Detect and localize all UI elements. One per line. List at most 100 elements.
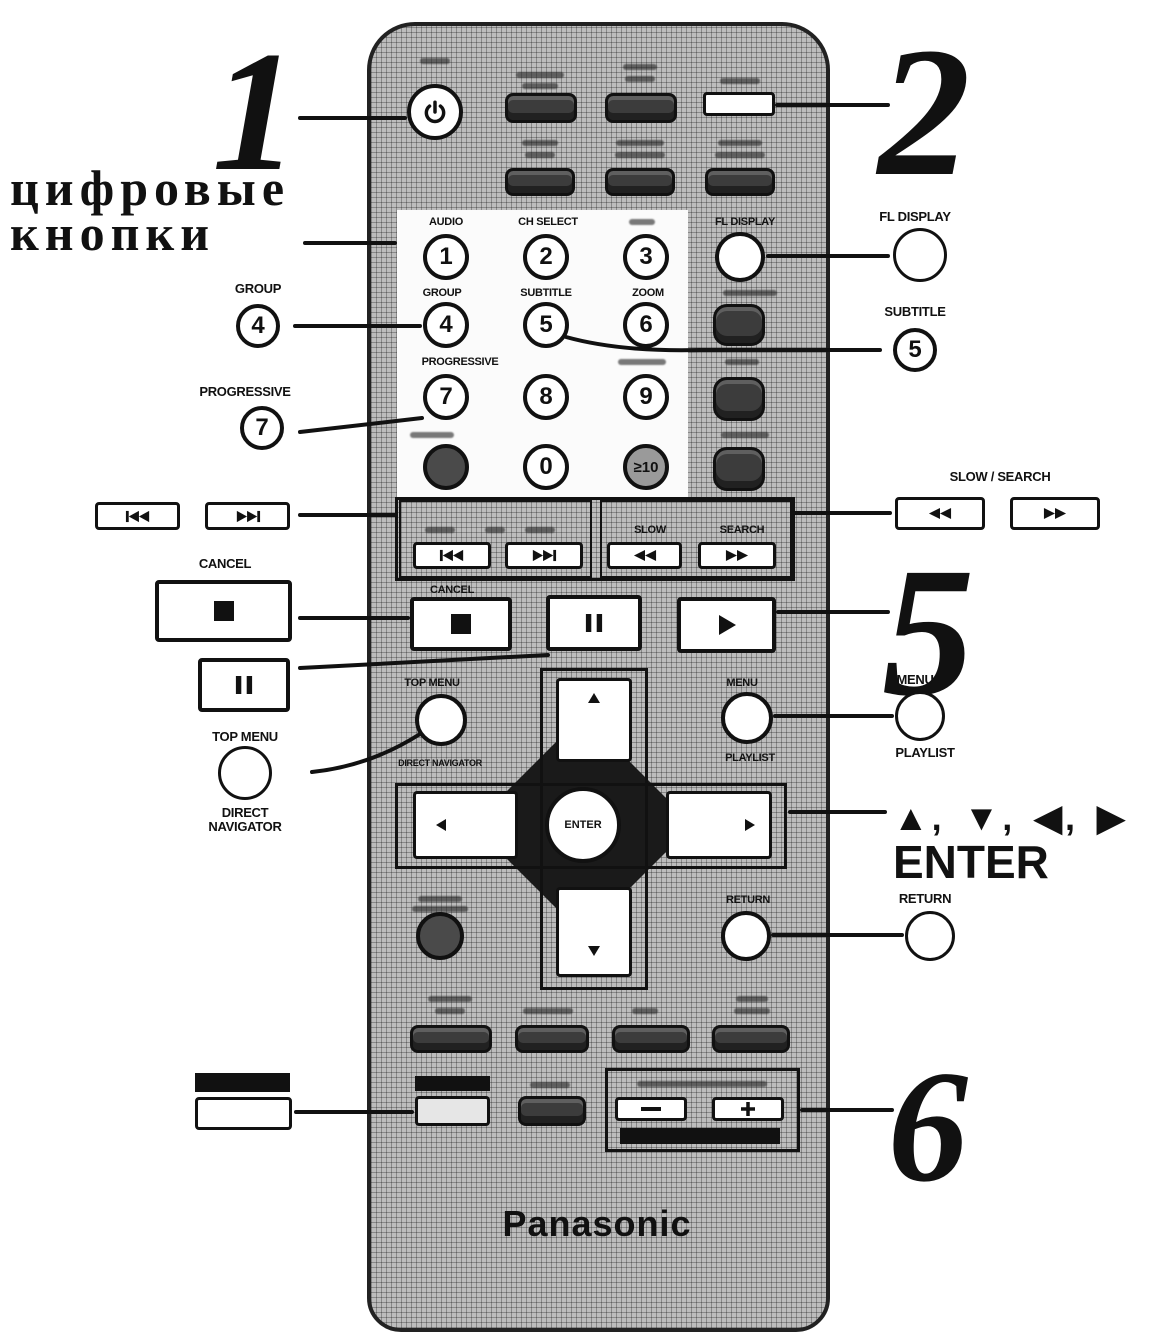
label-smudge (734, 1008, 770, 1014)
stop-icon (451, 614, 471, 634)
skip-next-icon (235, 510, 261, 523)
number-key-3[interactable]: 3 (623, 234, 669, 280)
fl-display-key-label: FL DISPLAY (715, 216, 775, 228)
right-column-button-3[interactable] (713, 447, 765, 491)
direct-navigator-callout-label-2: NAVIGATOR (208, 820, 281, 834)
top-menu-button[interactable] (415, 694, 467, 746)
menu-button[interactable] (721, 692, 773, 744)
progressive-callout-label: PROGRESSIVE (199, 385, 290, 399)
top-button-c[interactable] (703, 92, 775, 116)
arrow-left-button[interactable] (413, 791, 518, 859)
stop-callout-button[interactable] (155, 580, 292, 642)
stop-button[interactable] (410, 597, 512, 651)
enter-callout-label: ENTER (893, 839, 1049, 885)
group-key-label: GROUP (423, 287, 462, 299)
labelled-bar-button[interactable] (415, 1096, 490, 1126)
enter-button[interactable]: ENTER (545, 787, 621, 863)
right-column-button-2[interactable] (713, 377, 765, 421)
bottom-button-b[interactable] (515, 1025, 589, 1053)
label-smudge (525, 152, 555, 158)
number-key-9[interactable]: 9 (623, 374, 669, 420)
second-row-button-b[interactable] (605, 168, 675, 196)
label-smudge (615, 152, 665, 158)
menu-callout-button[interactable] (895, 691, 945, 741)
rewind-button[interactable] (607, 542, 682, 569)
playlist-callout-label: PLAYLIST (895, 746, 954, 760)
number-key-7[interactable]: 7 (423, 374, 469, 420)
progressive-callout-key[interactable]: 7 (240, 406, 284, 450)
label-smudge (410, 432, 454, 438)
skip-next-button[interactable] (505, 542, 583, 569)
fast-forward-button[interactable] (698, 542, 776, 569)
pause-button[interactable] (546, 595, 642, 651)
top-menu-callout-button[interactable] (218, 746, 272, 800)
number-key-0[interactable]: 0 (523, 444, 569, 490)
dark-round-key[interactable] (423, 444, 469, 490)
skip-next-callout-button[interactable] (205, 502, 290, 530)
label-smudge (625, 76, 655, 82)
second-row-button-c[interactable] (705, 168, 775, 196)
fl-display-callout-button[interactable] (893, 228, 947, 282)
ch-select-label: CH SELECT (518, 216, 578, 228)
fl-display-button[interactable] (715, 232, 765, 282)
number-key-6[interactable]: 6 (623, 302, 669, 348)
right-column-button-1[interactable] (713, 304, 765, 346)
menu-callout-label: MENU (896, 673, 933, 687)
skip-next-icon (531, 549, 557, 562)
setup-button[interactable] (416, 912, 464, 960)
number-key-10-plus[interactable]: ≥10 (623, 444, 669, 490)
top-button-b[interactable] (605, 93, 677, 123)
bottom-button-c[interactable] (612, 1025, 690, 1053)
arrow-right-button[interactable] (666, 791, 772, 859)
label-smudge (616, 140, 664, 146)
return-callout-button[interactable] (905, 911, 955, 961)
power-icon (422, 99, 448, 125)
arrow-down-button[interactable] (556, 887, 632, 977)
number-key-8[interactable]: 8 (523, 374, 569, 420)
arrow-up-icon (588, 693, 600, 703)
label-smudge (522, 140, 558, 146)
fast-forward-icon (1043, 507, 1067, 520)
number-key-5[interactable]: 5 (523, 302, 569, 348)
rewind-callout-button[interactable] (895, 497, 985, 530)
power-button[interactable] (407, 84, 463, 140)
top-button-a[interactable] (505, 93, 577, 123)
pause-icon (585, 613, 603, 633)
bottom-left-callout-label-bar (195, 1073, 290, 1092)
pause-callout-button[interactable] (198, 658, 290, 712)
direct-navigator-callout-label-1: DIRECT (222, 806, 269, 820)
number-key-2[interactable]: 2 (523, 234, 569, 280)
number-key-4[interactable]: 4 (423, 302, 469, 348)
second-row-button-a[interactable] (505, 168, 575, 196)
volume-up-button[interactable] (712, 1097, 784, 1121)
skip-previous-callout-button[interactable] (95, 502, 180, 530)
fast-forward-callout-button[interactable] (1010, 497, 1100, 530)
bottom-left-callout-button[interactable] (195, 1097, 292, 1130)
label-smudge (629, 219, 655, 225)
label-smudge (525, 527, 555, 533)
return-button[interactable] (721, 911, 771, 961)
play-button[interactable] (677, 597, 776, 653)
digit-keys-caption-line-2: кнопки (10, 208, 215, 258)
subtitle-callout-key[interactable]: 5 (893, 328, 937, 372)
arrow-up-button[interactable] (556, 678, 632, 762)
label-smudge (632, 1008, 658, 1014)
bottom-button-a[interactable] (410, 1025, 492, 1053)
label-smudge (435, 1008, 465, 1014)
search-key-label: SEARCH (720, 524, 765, 536)
cancel-key-label: CANCEL (430, 584, 474, 596)
label-smudge (736, 996, 768, 1002)
slow-key-label: SLOW (634, 524, 666, 536)
bottom-button-e[interactable] (518, 1096, 586, 1126)
direct-navigator-key-label: DIRECT NAVIGATOR (398, 757, 482, 769)
label-smudge (723, 290, 777, 296)
group-callout-key[interactable]: 4 (236, 304, 280, 348)
skip-previous-button[interactable] (413, 542, 491, 569)
bottom-button-d[interactable] (712, 1025, 790, 1053)
label-smudge (720, 78, 760, 84)
number-key-1[interactable]: 1 (423, 234, 469, 280)
volume-down-button[interactable] (615, 1097, 687, 1121)
arrow-right-icon (745, 819, 755, 831)
label-smudge (715, 152, 765, 158)
arrow-down-icon (588, 946, 600, 956)
